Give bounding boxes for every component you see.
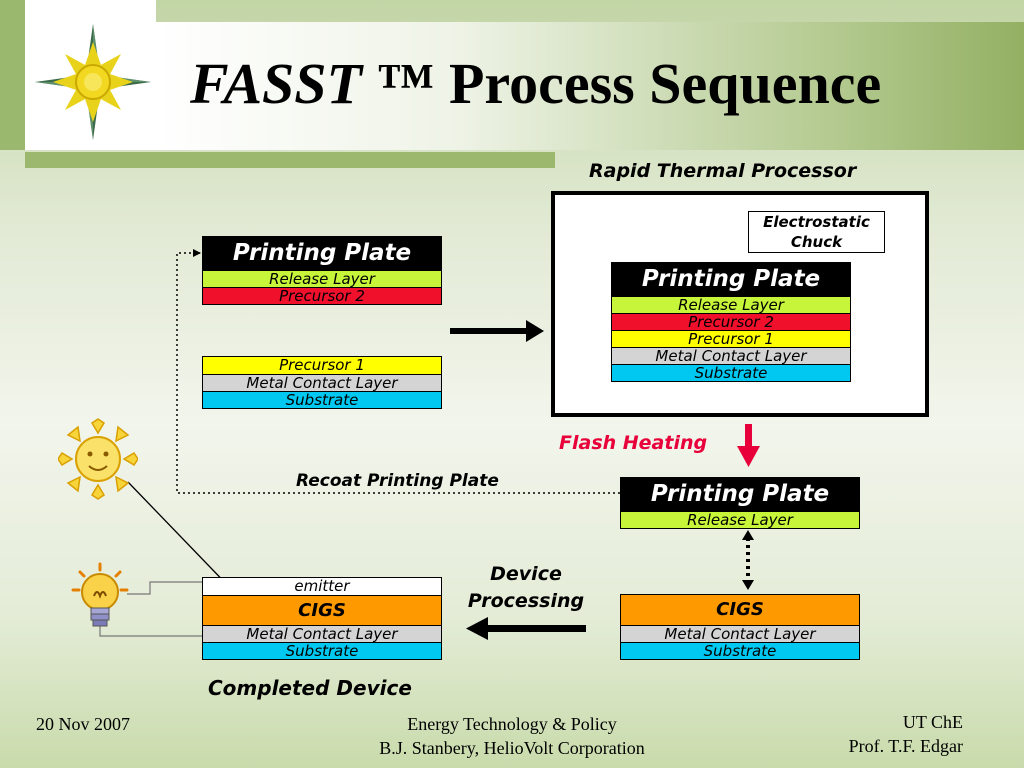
footer-right: UT ChE Prof. T.F. Edgar [800, 710, 963, 758]
footer-right-line1: UT ChE [902, 712, 963, 732]
recoat-loop-line [176, 249, 620, 494]
rtp-substrate: Substrate [612, 364, 850, 381]
device-processing-line1: Device [490, 563, 562, 585]
chuck-label-line1: Electrostatic [763, 213, 870, 231]
right-device-stack: CIGS Metal Contact Layer Substrate [620, 594, 860, 660]
arrow-to-rtp [450, 320, 544, 342]
footer-center-line1: Energy Technology & Policy [407, 714, 617, 734]
left-substrate: Substrate [203, 391, 441, 408]
rtp-layer-stack: Printing Plate Release Layer Precursor 2… [611, 262, 851, 382]
left-substrate-stack: Precursor 1 Metal Contact Layer Substrat… [202, 356, 442, 409]
light-bulb-icon [71, 562, 129, 627]
completed-substrate: Substrate [203, 642, 441, 659]
compass-star-logo-icon [35, 24, 151, 140]
completed-emitter-layer: emitter [203, 578, 441, 595]
left-release-layer: Release Layer [203, 270, 441, 287]
right-metal-contact-layer: Metal Contact Layer [621, 625, 859, 642]
footer-date: 20 Nov 2007 [36, 714, 130, 734]
left-printing-plate-stack: Printing Plate Release Layer Precursor 2 [202, 236, 442, 305]
rtp-precursor-2: Precursor 2 [612, 313, 850, 330]
logo-panel [25, 0, 156, 150]
completed-cigs-layer: CIGS [203, 595, 441, 625]
left-precursor-2: Precursor 2 [203, 287, 441, 304]
rtp-label: Rapid Thermal Processor [589, 160, 857, 182]
rtp-release-layer: Release Layer [612, 296, 850, 313]
rtp-printing-plate: Printing Plate [612, 263, 850, 296]
sun-to-emitter-line [127, 481, 237, 595]
device-processing-label: Device Processing [456, 561, 596, 615]
left-precursor-1: Precursor 1 [203, 357, 441, 374]
right-printing-plate-stack: Printing Plate Release Layer [620, 477, 860, 529]
recoat-label: Recoat Printing Plate [296, 471, 499, 491]
sun-icon [58, 418, 138, 500]
flash-heating-arrow [737, 424, 760, 467]
rtp-precursor-1: Precursor 1 [612, 330, 850, 347]
left-metal-contact-layer: Metal Contact Layer [203, 374, 441, 391]
electrostatic-chuck: Electrostatic Chuck [748, 211, 885, 253]
left-printing-plate: Printing Plate [203, 237, 441, 270]
device-processing-line2: Processing [467, 590, 585, 612]
footer-center-line2: B.J. Stanbery, HelioVolt Corporation [379, 738, 645, 758]
completed-device-label: Completed Device [208, 676, 412, 700]
right-printing-plate: Printing Plate [621, 478, 859, 511]
completed-metal-contact-layer: Metal Contact Layer [203, 625, 441, 642]
right-cigs-layer: CIGS [621, 595, 859, 625]
chuck-label-line2: Chuck [790, 233, 843, 251]
right-substrate: Substrate [621, 642, 859, 659]
rtp-metal-contact-layer: Metal Contact Layer [612, 347, 850, 364]
right-release-layer: Release Layer [621, 511, 859, 528]
footer-center: Energy Technology & Policy B.J. Stanbery… [352, 712, 672, 760]
title-separator-bar [25, 152, 555, 168]
device-processing-arrow [466, 617, 586, 640]
bulb-wire-top [127, 581, 202, 595]
bulb-wire-bottom [99, 624, 202, 637]
header-accent-bar [0, 0, 25, 150]
completed-device-stack: emitter CIGS Metal Contact Layer Substra… [202, 577, 442, 660]
slide-title: FASST ™ Process Sequence [190, 51, 882, 116]
flash-heating-label: Flash Heating [559, 432, 708, 454]
separation-double-arrow [742, 530, 754, 590]
footer-right-line2: Prof. T.F. Edgar [848, 736, 963, 756]
title-band [156, 22, 1024, 150]
